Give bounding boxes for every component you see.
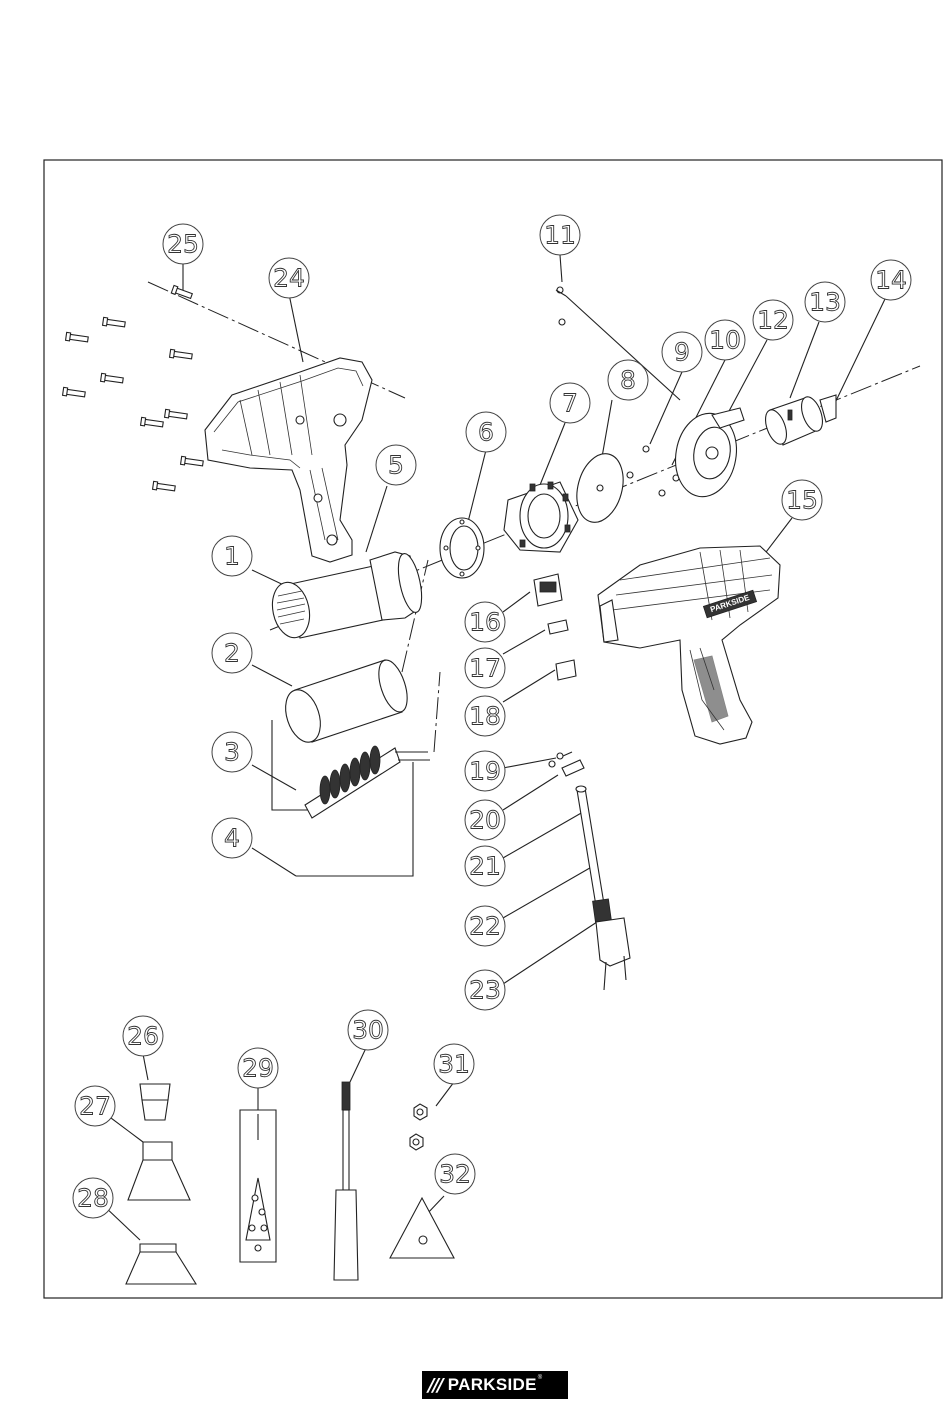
nuts-part-31 [410, 1104, 427, 1150]
svg-text:21: 21 [469, 852, 501, 881]
svg-text:28: 28 [77, 1184, 109, 1213]
part-number-20: 20 [465, 800, 505, 840]
nozzle-attachments [126, 1084, 196, 1284]
part-number-7: 7 [550, 383, 590, 423]
part-number-6: 6 [466, 412, 506, 452]
svg-text:16: 16 [469, 608, 501, 637]
motor-bracket-part-12 [669, 408, 744, 502]
heating-element-part-3 [305, 746, 430, 818]
svg-text:4: 4 [224, 824, 240, 853]
svg-text:9: 9 [674, 338, 690, 367]
part-number-2: 2 [212, 633, 252, 673]
part-number-4: 4 [212, 818, 252, 858]
svg-text:5: 5 [388, 451, 404, 480]
svg-text:25: 25 [167, 230, 199, 259]
svg-text:17: 17 [469, 654, 501, 683]
fan-housing-part-7 [504, 482, 578, 552]
svg-text:1: 1 [224, 542, 240, 571]
part-number-32: 32 [435, 1154, 475, 1194]
svg-text:12: 12 [757, 306, 789, 335]
svg-text:29: 29 [242, 1054, 274, 1083]
svg-text:2: 2 [224, 639, 240, 668]
power-cord-parts [576, 786, 630, 990]
part-number-13: 13 [805, 282, 845, 322]
gasket-part-6 [440, 518, 484, 578]
part-number-27: 27 [75, 1086, 115, 1126]
part-number-8: 8 [608, 360, 648, 400]
svg-text:20: 20 [469, 806, 501, 835]
part-number-5: 5 [376, 445, 416, 485]
part-number-29: 29 [238, 1048, 278, 1088]
switch-parts [534, 574, 576, 680]
reflector-part-29 [240, 1110, 276, 1262]
housing-screws [63, 285, 204, 492]
logo-brand-name: PARKSIDE [448, 1375, 537, 1395]
part-number-16: 16 [465, 602, 505, 642]
svg-text:18: 18 [469, 702, 501, 731]
part-number-21: 21 [465, 846, 505, 886]
svg-text:3: 3 [224, 738, 240, 767]
cable-clamp-parts [549, 752, 584, 776]
screwdriver-part-30 [334, 1082, 358, 1280]
inner-tube-part-2 [279, 657, 412, 747]
part-number-18: 18 [465, 696, 505, 736]
part-number-28: 28 [73, 1178, 113, 1218]
fan-disc-part-8 [570, 448, 631, 527]
part-number-30: 30 [348, 1010, 388, 1050]
part-number-23: 23 [465, 970, 505, 1010]
part-number-26: 26 [123, 1016, 163, 1056]
svg-text:22: 22 [469, 912, 501, 941]
motor-part-13 [761, 394, 826, 447]
part-number-3: 3 [212, 732, 252, 772]
part-number-1: 1 [212, 536, 252, 576]
triangle-scraper-part-32 [390, 1198, 454, 1258]
nozzle-tube-part-1 [268, 552, 426, 642]
part-number-22: 22 [465, 906, 505, 946]
logo-slashes: /// [428, 1375, 442, 1396]
part-number-25: 25 [163, 224, 203, 264]
logo-registered-mark: ® [538, 1375, 542, 1381]
part-number-19: 19 [465, 751, 505, 791]
svg-text:11: 11 [544, 221, 576, 250]
svg-text:26: 26 [127, 1022, 159, 1051]
part-number-31: 31 [434, 1044, 474, 1084]
svg-text:31: 31 [438, 1050, 470, 1079]
svg-text:14: 14 [875, 266, 907, 295]
part-number-10: 10 [705, 320, 745, 360]
part-number-9: 9 [662, 332, 702, 372]
svg-text:24: 24 [273, 264, 305, 293]
part-number-15: 15 [782, 480, 822, 520]
part-number-17: 17 [465, 648, 505, 688]
part-number-24: 24 [269, 258, 309, 298]
part-number-12: 12 [753, 300, 793, 340]
svg-text:7: 7 [562, 389, 578, 418]
svg-text:30: 30 [352, 1016, 384, 1045]
svg-text:27: 27 [79, 1092, 111, 1121]
part-number-14: 14 [871, 260, 911, 300]
svg-text:8: 8 [620, 366, 636, 395]
heat-gun-assembled-part-15: PARKSIDE [598, 546, 780, 744]
svg-text:10: 10 [709, 326, 741, 355]
svg-text:6: 6 [478, 418, 494, 447]
part-number-bubbles: 1 2 3 4 5 6 7 8 9 10 11 12 13 14 15 16 1… [73, 215, 911, 1218]
svg-text:13: 13 [809, 288, 841, 317]
svg-text:19: 19 [469, 757, 501, 786]
part-number-11: 11 [540, 215, 580, 255]
svg-text:32: 32 [439, 1160, 471, 1189]
parkside-logo: /// PARKSIDE ® [422, 1371, 568, 1399]
svg-text:15: 15 [786, 486, 818, 515]
housing-half-part-24 [205, 358, 372, 562]
svg-text:23: 23 [469, 976, 501, 1005]
